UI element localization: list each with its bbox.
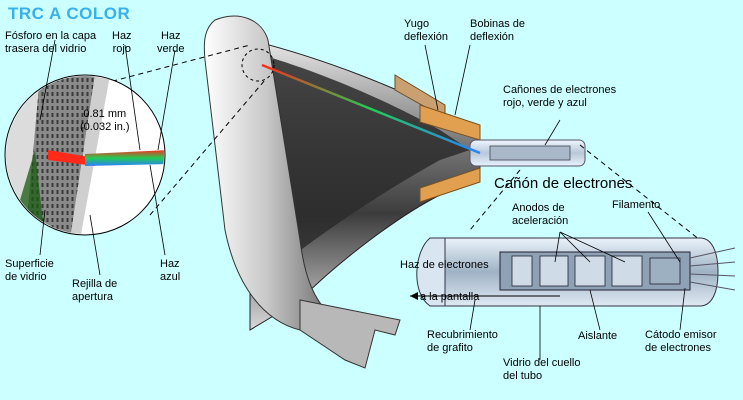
label-electron-beam: Haz de electrones <box>400 259 489 271</box>
beam-to-screen <box>261 63 481 155</box>
deflection-coils-bottom <box>419 167 481 203</box>
callout-line-top <box>59 44 251 96</box>
label-cathode: Cátodo emisor de electrones <box>645 329 717 354</box>
label-measurement: 0.81 mm (0.032 in.) <box>80 108 130 133</box>
label-graphite: Recubrimiento de grafito <box>427 329 498 354</box>
label-coils: Bobinas de deflexión <box>470 18 526 43</box>
diagram-title: TRC A COLOR <box>8 4 131 23</box>
leader-lines <box>39 39 686 360</box>
label-green-beam: Haz verde <box>157 30 185 55</box>
label-guns-rgb: Cañones de electrones rojo, verde y azul <box>503 84 617 109</box>
label-glass-surface: Superficie de vidrio <box>5 258 54 283</box>
label-neck-glass: Vidrio del cuello del tubo <box>503 357 581 382</box>
callout-line-gun-bottom <box>469 169 521 231</box>
label-to-screen: a la pantalla <box>420 291 480 303</box>
label-electron-gun: Cañón de electrones <box>494 175 633 192</box>
callout-line-bottom <box>149 79 266 216</box>
label-aperture-grille: Rejilla de apertura <box>72 278 118 303</box>
label-phosphor: Fósforo en la capa trasera del vidrio <box>5 30 97 55</box>
label-insulator: Aislante <box>578 330 618 342</box>
label-yoke: Yugo deflexión <box>404 18 449 43</box>
label-anodes: Anodos de aceleración <box>512 202 569 227</box>
label-red-beam: Haz rojo <box>112 30 132 55</box>
label-filament: Filamento <box>612 199 661 211</box>
zoom-marker <box>241 48 275 82</box>
crt-gun-small <box>489 145 571 161</box>
gun-cutaway <box>410 237 736 307</box>
crt-interior <box>262 55 470 280</box>
magnifier <box>4 74 166 236</box>
crt-bracket <box>299 299 401 369</box>
label-blue-beam: Haz azul <box>160 258 181 283</box>
callout-line-gun-top <box>579 144 701 241</box>
